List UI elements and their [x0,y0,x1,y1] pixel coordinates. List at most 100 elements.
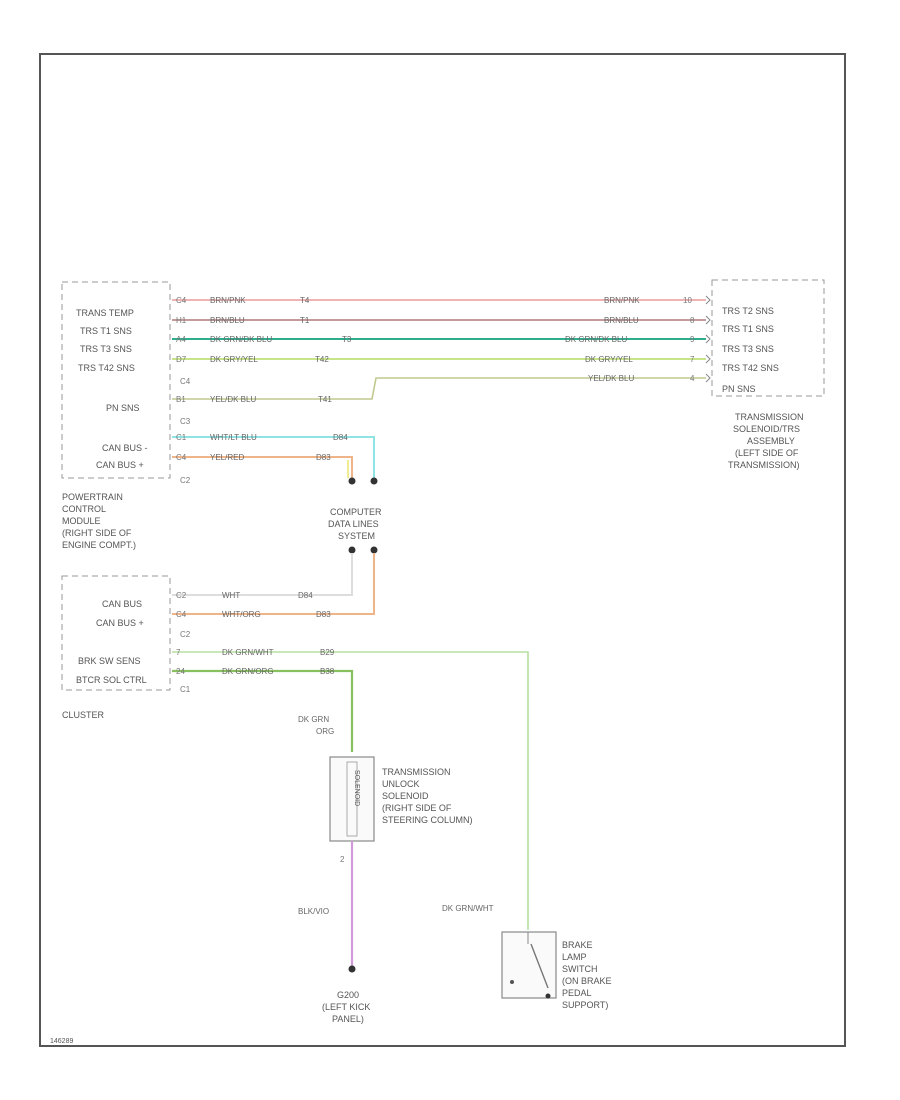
svg-text:BRN/PNK: BRN/PNK [604,296,640,305]
tcm-label-pn: PN SNS [722,384,756,394]
svg-text:D83: D83 [316,453,331,462]
svg-text:BRN/PNK: BRN/PNK [210,296,246,305]
brake-switch-contact [530,943,549,989]
svg-text:C4: C4 [176,453,187,462]
pcm-label-pn-sns: PN SNS [106,403,140,413]
solenoid-wire-label-2: ORG [316,727,334,736]
svg-text:B29: B29 [320,648,335,657]
solenoid-wire-label-1: DK GRN [298,715,329,724]
ground-node [348,965,356,973]
tcm-label-t42: TRS T42 SNS [722,363,779,373]
ground-title-1: G200 [337,990,359,1000]
tcm-title-5: TRANSMISSION) [728,460,800,470]
tcm-pin-10: 10 [683,296,692,305]
svg-text:WHT/ORG: WHT/ORG [222,610,261,619]
svg-text:D7: D7 [176,355,187,364]
solenoid-title-4: (RIGHT SIDE OF [382,803,452,813]
solenoid-title-3: SOLENOID [382,791,429,801]
svg-text:T42: T42 [315,355,329,364]
pcm-box [61,281,171,479]
svg-text:YEL/DK BLU: YEL/DK BLU [588,374,634,383]
svg-text:8: 8 [690,316,695,325]
pcm-title-2: CONTROL [62,504,106,514]
svg-text:C2: C2 [176,591,187,600]
splice-node-bottom-right [370,546,378,554]
svg-text:BRN/BLU: BRN/BLU [604,316,639,325]
pcm-title-5: ENGINE COMPT.) [62,540,136,550]
splice-node-top-left [348,477,356,485]
brake-title-5: PEDAL [562,988,592,998]
wire-d83-cluster: C4 WHT/ORG D83 [172,553,375,619]
splice-title-3: SYSTEM [338,531,375,541]
splice-node-top-right [370,477,378,485]
brake-title-3: SWITCH [562,964,598,974]
brake-title-1: BRAKE [562,940,593,950]
brake-title-4: (ON BRAKE [562,976,612,986]
brake-switch-node [545,993,551,999]
pcm-connector-c4: C4 [180,377,191,386]
tcm-label-t3: TRS T3 SNS [722,344,774,354]
svg-text:7: 7 [176,648,181,657]
footer-code: 146289 [50,1038,73,1045]
tcm-title-3: ASSEMBLY [747,436,795,446]
tcm-label-t2: TRS T2 SNS [722,306,774,316]
svg-text:DK GRY/YEL: DK GRY/YEL [210,355,258,364]
wire-t1: H1 BRN/BLU T1 BRN/BLU 8 [172,316,706,325]
splice-title-1: COMPUTER [330,507,382,517]
solenoid-box [329,756,375,842]
svg-text:4: 4 [690,374,695,383]
wire-t3: A4 DK GRN/DK BLU T3 DK GRN/DK BLU 9 [172,335,706,344]
pcm-pin-c4: C4 [176,296,187,305]
cluster-label-can-bus-plus: CAN BUS + [96,618,144,628]
pcm-label-trs-t3: TRS T3 SNS [80,344,132,354]
pcm-label-trans-temp: TRANS TEMP [76,308,134,318]
svg-text:D84: D84 [298,591,313,600]
cluster-label-can-bus: CAN BUS [102,599,142,609]
tcm-box [711,279,825,397]
svg-text:YEL/RED: YEL/RED [210,453,244,462]
tcm-label-t1: TRS T1 SNS [722,324,774,334]
svg-text:24: 24 [176,667,185,676]
pcm-label-can-bus-plus: CAN BUS + [96,460,144,470]
svg-text:BRN/BLU: BRN/BLU [210,316,245,325]
svg-text:T41: T41 [318,395,332,404]
wire-d84-pcm: C1 WHT/LT BLU D84 [172,433,375,478]
svg-text:YEL/DK BLU: YEL/DK BLU [210,395,256,404]
solenoid-title-2: UNLOCK [382,779,420,789]
svg-text:H1: H1 [176,316,187,325]
brake-switch-box [501,931,557,999]
svg-text:DK GRN/ORG: DK GRN/ORG [222,667,274,676]
cluster-connector-c2: C2 [180,630,191,639]
svg-text:T4: T4 [300,296,310,305]
svg-text:DK GRN/DK BLU: DK GRN/DK BLU [210,335,272,344]
pcm-title-3: MODULE [62,516,101,526]
pcm-title-1: POWERTRAIN [62,492,123,502]
svg-text:D84: D84 [333,433,348,442]
brake-wire-label: DK GRN/WHT [442,904,494,913]
svg-text:B38: B38 [320,667,335,676]
splice-title-2: DATA LINES [328,519,379,529]
pcm-label-trs-t1: TRS T1 SNS [80,326,132,336]
svg-text:WHT/LT BLU: WHT/LT BLU [210,433,257,442]
brake-title-6: SUPPORT) [562,1000,608,1010]
tcm-title-1: TRANSMISSION [735,412,804,422]
svg-text:B1: B1 [176,395,186,404]
tcm-title-2: SOLENOID/TRS [733,424,800,434]
wire-d83-pcm: C4 YEL/RED D83 [172,453,353,478]
pcm-label-trs-t42: TRS T42 SNS [78,363,135,373]
cluster-connector-c1: C1 [180,685,191,694]
wire-t42: D7 DK GRY/YEL T42 DK GRY/YEL 7 [172,355,706,364]
wire-b29: 7 DK GRN/WHT B29 [172,648,529,930]
pcm-label-can-bus-minus: CAN BUS - [102,443,148,453]
pcm-connector-c2: C2 [180,476,191,485]
svg-text:T3: T3 [342,335,352,344]
solenoid-coil [346,761,358,837]
ground-title-3: PANEL) [332,1014,364,1024]
svg-text:WHT: WHT [222,591,240,600]
cluster-box [61,575,171,691]
pcm-title-4: (RIGHT SIDE OF [62,528,132,538]
cluster-label-brk-sw-sens: BRK SW SENS [78,656,141,666]
splice-node-bottom-left [348,546,356,554]
solenoid-title-5: STEERING COLUMN) [382,815,473,825]
solenoid-title-1: TRANSMISSION [382,767,451,777]
